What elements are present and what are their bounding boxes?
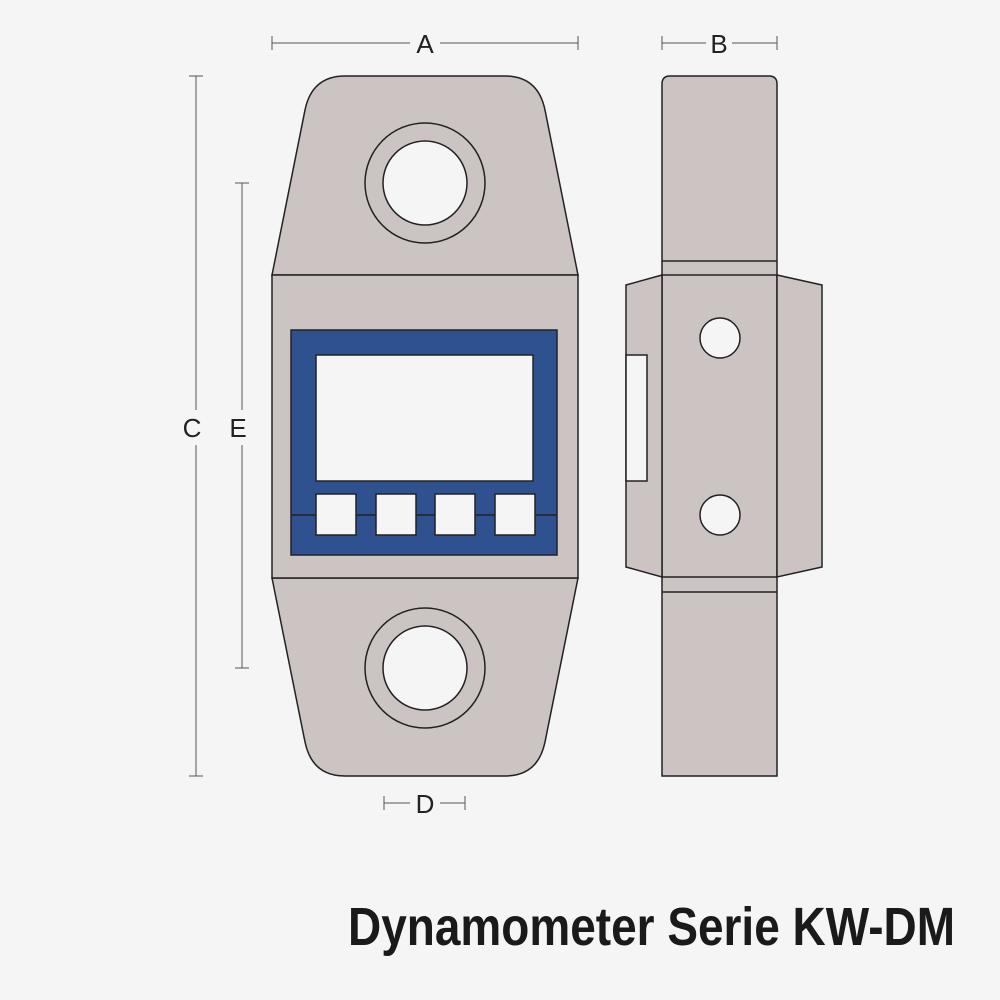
keypad-button-4 xyxy=(494,493,536,536)
dimension-label-a: A xyxy=(416,29,434,59)
keypad-button-3 xyxy=(434,493,476,536)
product-title: Dynamometer Serie KW-DM xyxy=(348,897,955,957)
dimension-lines xyxy=(189,36,778,810)
top-hole xyxy=(382,140,468,226)
side-right-wing xyxy=(776,274,823,578)
dimension-label-c: C xyxy=(183,413,202,443)
side-hole-bottom xyxy=(699,494,741,536)
dimension-label-d: D xyxy=(416,789,435,819)
display-screen xyxy=(315,354,534,482)
side-view xyxy=(625,75,823,777)
side-slot xyxy=(625,354,648,482)
side-strip xyxy=(661,75,778,777)
front-view xyxy=(271,75,579,777)
keypad-button-2 xyxy=(375,493,417,536)
dimension-label-b: B xyxy=(710,29,727,59)
side-hole-top xyxy=(699,317,741,359)
bottom-hole xyxy=(382,625,468,711)
dimension-label-e: E xyxy=(229,413,246,443)
keypad-button-1 xyxy=(315,493,357,536)
